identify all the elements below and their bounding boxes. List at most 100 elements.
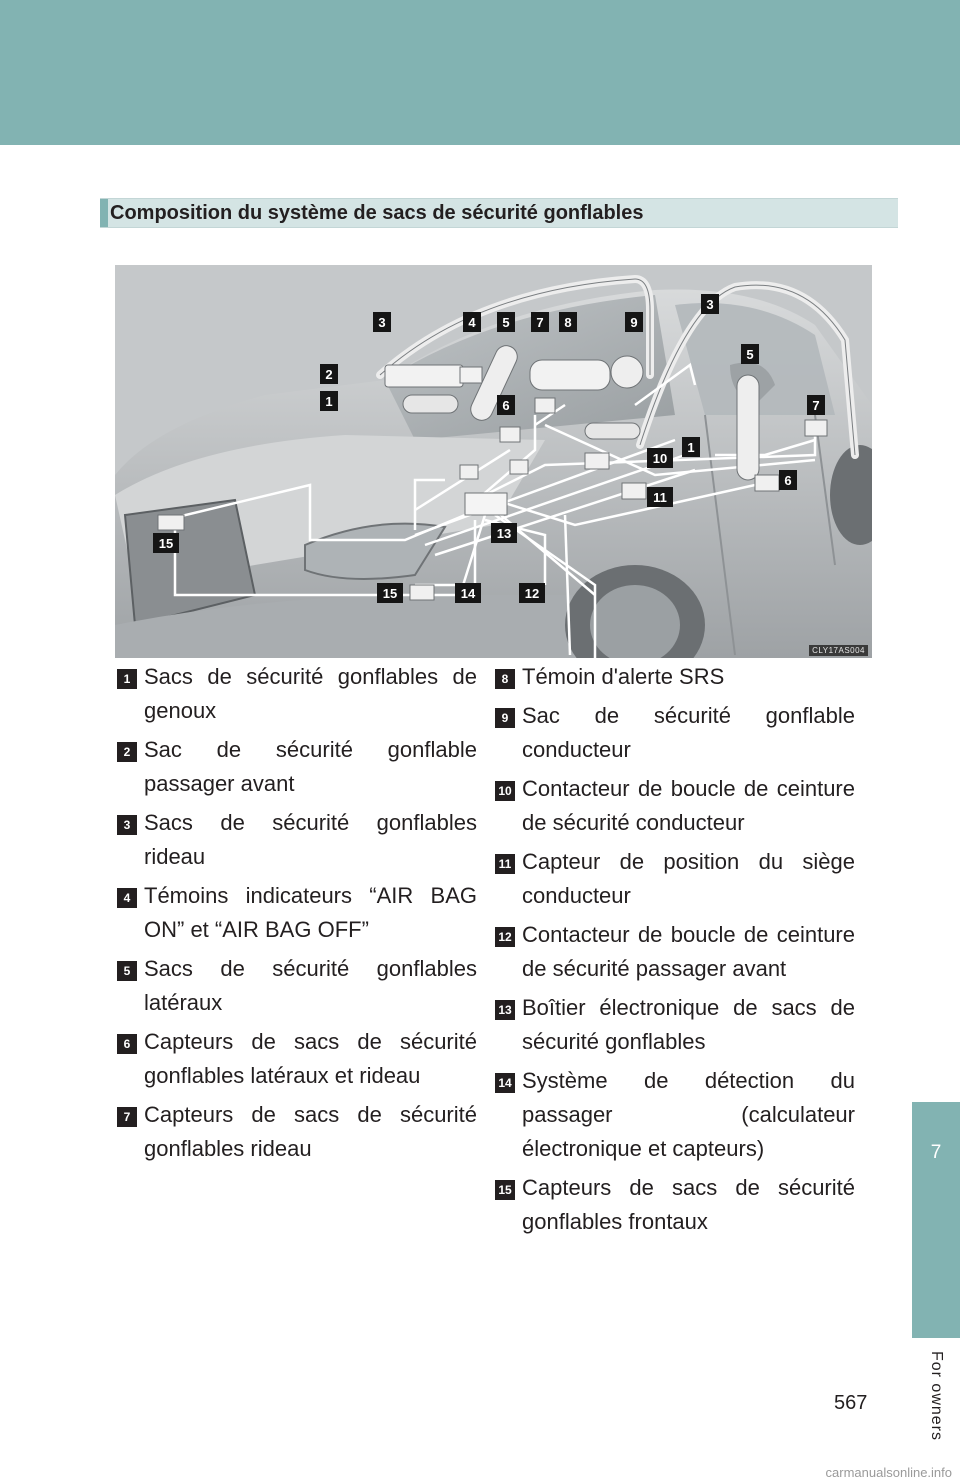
- section-title: Composition du système de sacs de sécuri…: [110, 202, 644, 224]
- item-text: Contacteur de boucle de ceinture de sécu…: [522, 922, 855, 981]
- figure-label-2: 2: [320, 364, 338, 384]
- item-number-badge: 4: [117, 888, 137, 908]
- airbag-components: [157, 345, 828, 601]
- item-number-badge: 1: [117, 669, 137, 689]
- legend-item: 3 Sacs de sécurité gonflables rideau: [117, 806, 477, 874]
- rear-wheel-shape: [830, 445, 872, 545]
- svg-text:2: 2: [325, 367, 332, 382]
- svg-text:4: 4: [468, 315, 476, 330]
- item-text: Sac de sécurité gonflable passager avant: [144, 737, 477, 796]
- section-header: Composition du système de sacs de sécuri…: [100, 198, 898, 228]
- svg-text:14: 14: [461, 586, 476, 601]
- figure-label-7-left: 7: [531, 312, 549, 332]
- legend-item: 7 Capteurs de sacs de sécurité gonflables…: [117, 1098, 477, 1166]
- figure-label-15-left: 15: [153, 533, 179, 553]
- figure-label-11: 11: [647, 487, 673, 507]
- figure-label-3-right: 3: [701, 294, 719, 314]
- figure-label-8: 8: [559, 312, 577, 332]
- item-number-badge: 12: [495, 927, 515, 947]
- svg-text:7: 7: [536, 315, 543, 330]
- item-text: Capteur de position du siège conducteur: [522, 849, 855, 908]
- item-text: Sacs de sécurité gonflables rideau: [144, 810, 477, 869]
- figure-label-6-right: 6: [779, 470, 797, 490]
- svg-text:5: 5: [502, 315, 509, 330]
- item-number-badge: 13: [495, 1000, 515, 1020]
- item-text: Témoins indicateurs “AIR BAG ON” et “AIR…: [144, 883, 477, 942]
- svg-text:10: 10: [653, 451, 667, 466]
- legend-column-right: 8 Témoin d'alerte SRS 9 Sac de sécurité go…: [495, 660, 855, 1244]
- item-text: Capteurs de sacs de sécurité gonflables …: [522, 1175, 855, 1234]
- airbag-system-figure: 3 2 1 4 5 7 8 9 3 5 6 7 1 10 6 11 13 15 …: [115, 265, 872, 658]
- page-number: 567: [834, 1392, 868, 1414]
- legend-item: 1 Sacs de sécurité gonflables de genoux: [117, 660, 477, 728]
- figure-label-4: 4: [463, 312, 481, 332]
- svg-text:12: 12: [525, 586, 539, 601]
- item-number-badge: 10: [495, 781, 515, 801]
- figure-label-6-left: 6: [497, 395, 515, 415]
- item-number-badge: 2: [117, 742, 137, 762]
- svg-text:11: 11: [653, 490, 667, 505]
- figure-label-14: 14: [455, 583, 481, 603]
- legend-item: 11 Capteur de position du siège conducteu…: [495, 845, 855, 913]
- svg-text:6: 6: [784, 473, 791, 488]
- figure-label-1-left: 1: [320, 391, 338, 411]
- legend-item: 12 Contacteur de boucle de ceinture de sé…: [495, 918, 855, 986]
- legend-item: 14 Système de détection du passager (calc…: [495, 1064, 855, 1166]
- figure-label-3-left: 3: [373, 312, 391, 332]
- figure-label-5-left: 5: [497, 312, 515, 332]
- item-text: Capteurs de sacs de sécurité gonflables …: [144, 1102, 477, 1161]
- svg-text:9: 9: [630, 315, 637, 330]
- svg-text:13: 13: [497, 526, 511, 541]
- figure-label-12: 12: [519, 583, 545, 603]
- figure-label-9: 9: [625, 312, 643, 332]
- figure-label-5-right: 5: [741, 344, 759, 364]
- item-text: Système de détection du passager (calcul…: [522, 1068, 855, 1161]
- item-number-badge: 8: [495, 669, 515, 689]
- legend-item: 13 Boîtier électronique de sacs de sécuri…: [495, 991, 855, 1059]
- item-number-badge: 7: [117, 1107, 137, 1127]
- chapter-label: For owners: [928, 1350, 945, 1442]
- item-number-badge: 3: [117, 815, 137, 835]
- item-number-badge: 11: [495, 854, 515, 874]
- svg-text:7: 7: [812, 398, 819, 413]
- section-header-accent: [100, 199, 108, 227]
- figure-label-15-bottom: 15: [377, 583, 403, 603]
- svg-text:15: 15: [159, 536, 173, 551]
- item-number-badge: 15: [495, 1180, 515, 1200]
- figure-label-1-right: 1: [682, 437, 700, 457]
- svg-text:15: 15: [383, 586, 397, 601]
- svg-text:8: 8: [564, 315, 571, 330]
- bumper-shape: [115, 595, 595, 658]
- svg-text:6: 6: [502, 398, 509, 413]
- item-text: Boîtier électronique de sacs de sécurité…: [522, 995, 855, 1054]
- watermark: carmanualsonline.info: [825, 1465, 952, 1480]
- svg-text:3: 3: [706, 297, 713, 312]
- chapter-number: 7: [930, 1142, 942, 1163]
- legend-item: 2 Sac de sécurité gonflable passager avan…: [117, 733, 477, 801]
- item-text: Sacs de sécurité gonflables latéraux: [144, 956, 477, 1015]
- item-text: Témoin d'alerte SRS: [522, 664, 725, 689]
- figure-label-7-right: 7: [807, 395, 825, 415]
- legend-item: 6 Capteurs de sacs de sécurité gonflables…: [117, 1025, 477, 1093]
- legend-column-left: 1 Sacs de sécurité gonflables de genoux 2…: [117, 660, 477, 1171]
- figure-code: CLY17AS004: [809, 645, 868, 656]
- item-number-badge: 6: [117, 1034, 137, 1054]
- legend-item: 8 Témoin d'alerte SRS: [495, 660, 855, 694]
- top-color-band: [0, 0, 960, 145]
- item-number-badge: 9: [495, 708, 515, 728]
- item-text: Contacteur de boucle de ceinture de sécu…: [522, 776, 855, 835]
- figure-label-10: 10: [647, 448, 673, 468]
- item-text: Sacs de sécurité gonflables de genoux: [144, 664, 477, 723]
- legend-item: 15 Capteurs de sacs de sécurité gonflable…: [495, 1171, 855, 1239]
- svg-text:1: 1: [687, 440, 694, 455]
- wiring-harness: [164, 362, 817, 658]
- figure-label-13: 13: [491, 523, 517, 543]
- item-number-badge: 14: [495, 1073, 515, 1093]
- item-text: Sac de sécurité gonflable conducteur: [522, 703, 855, 762]
- legend-item: 9 Sac de sécurité gonflable conducteur: [495, 699, 855, 767]
- svg-text:3: 3: [378, 315, 385, 330]
- legend-item: 10 Contacteur de boucle de ceinture de sé…: [495, 772, 855, 840]
- item-text: Capteurs de sacs de sécurité gonflables …: [144, 1029, 477, 1088]
- svg-text:1: 1: [325, 394, 332, 409]
